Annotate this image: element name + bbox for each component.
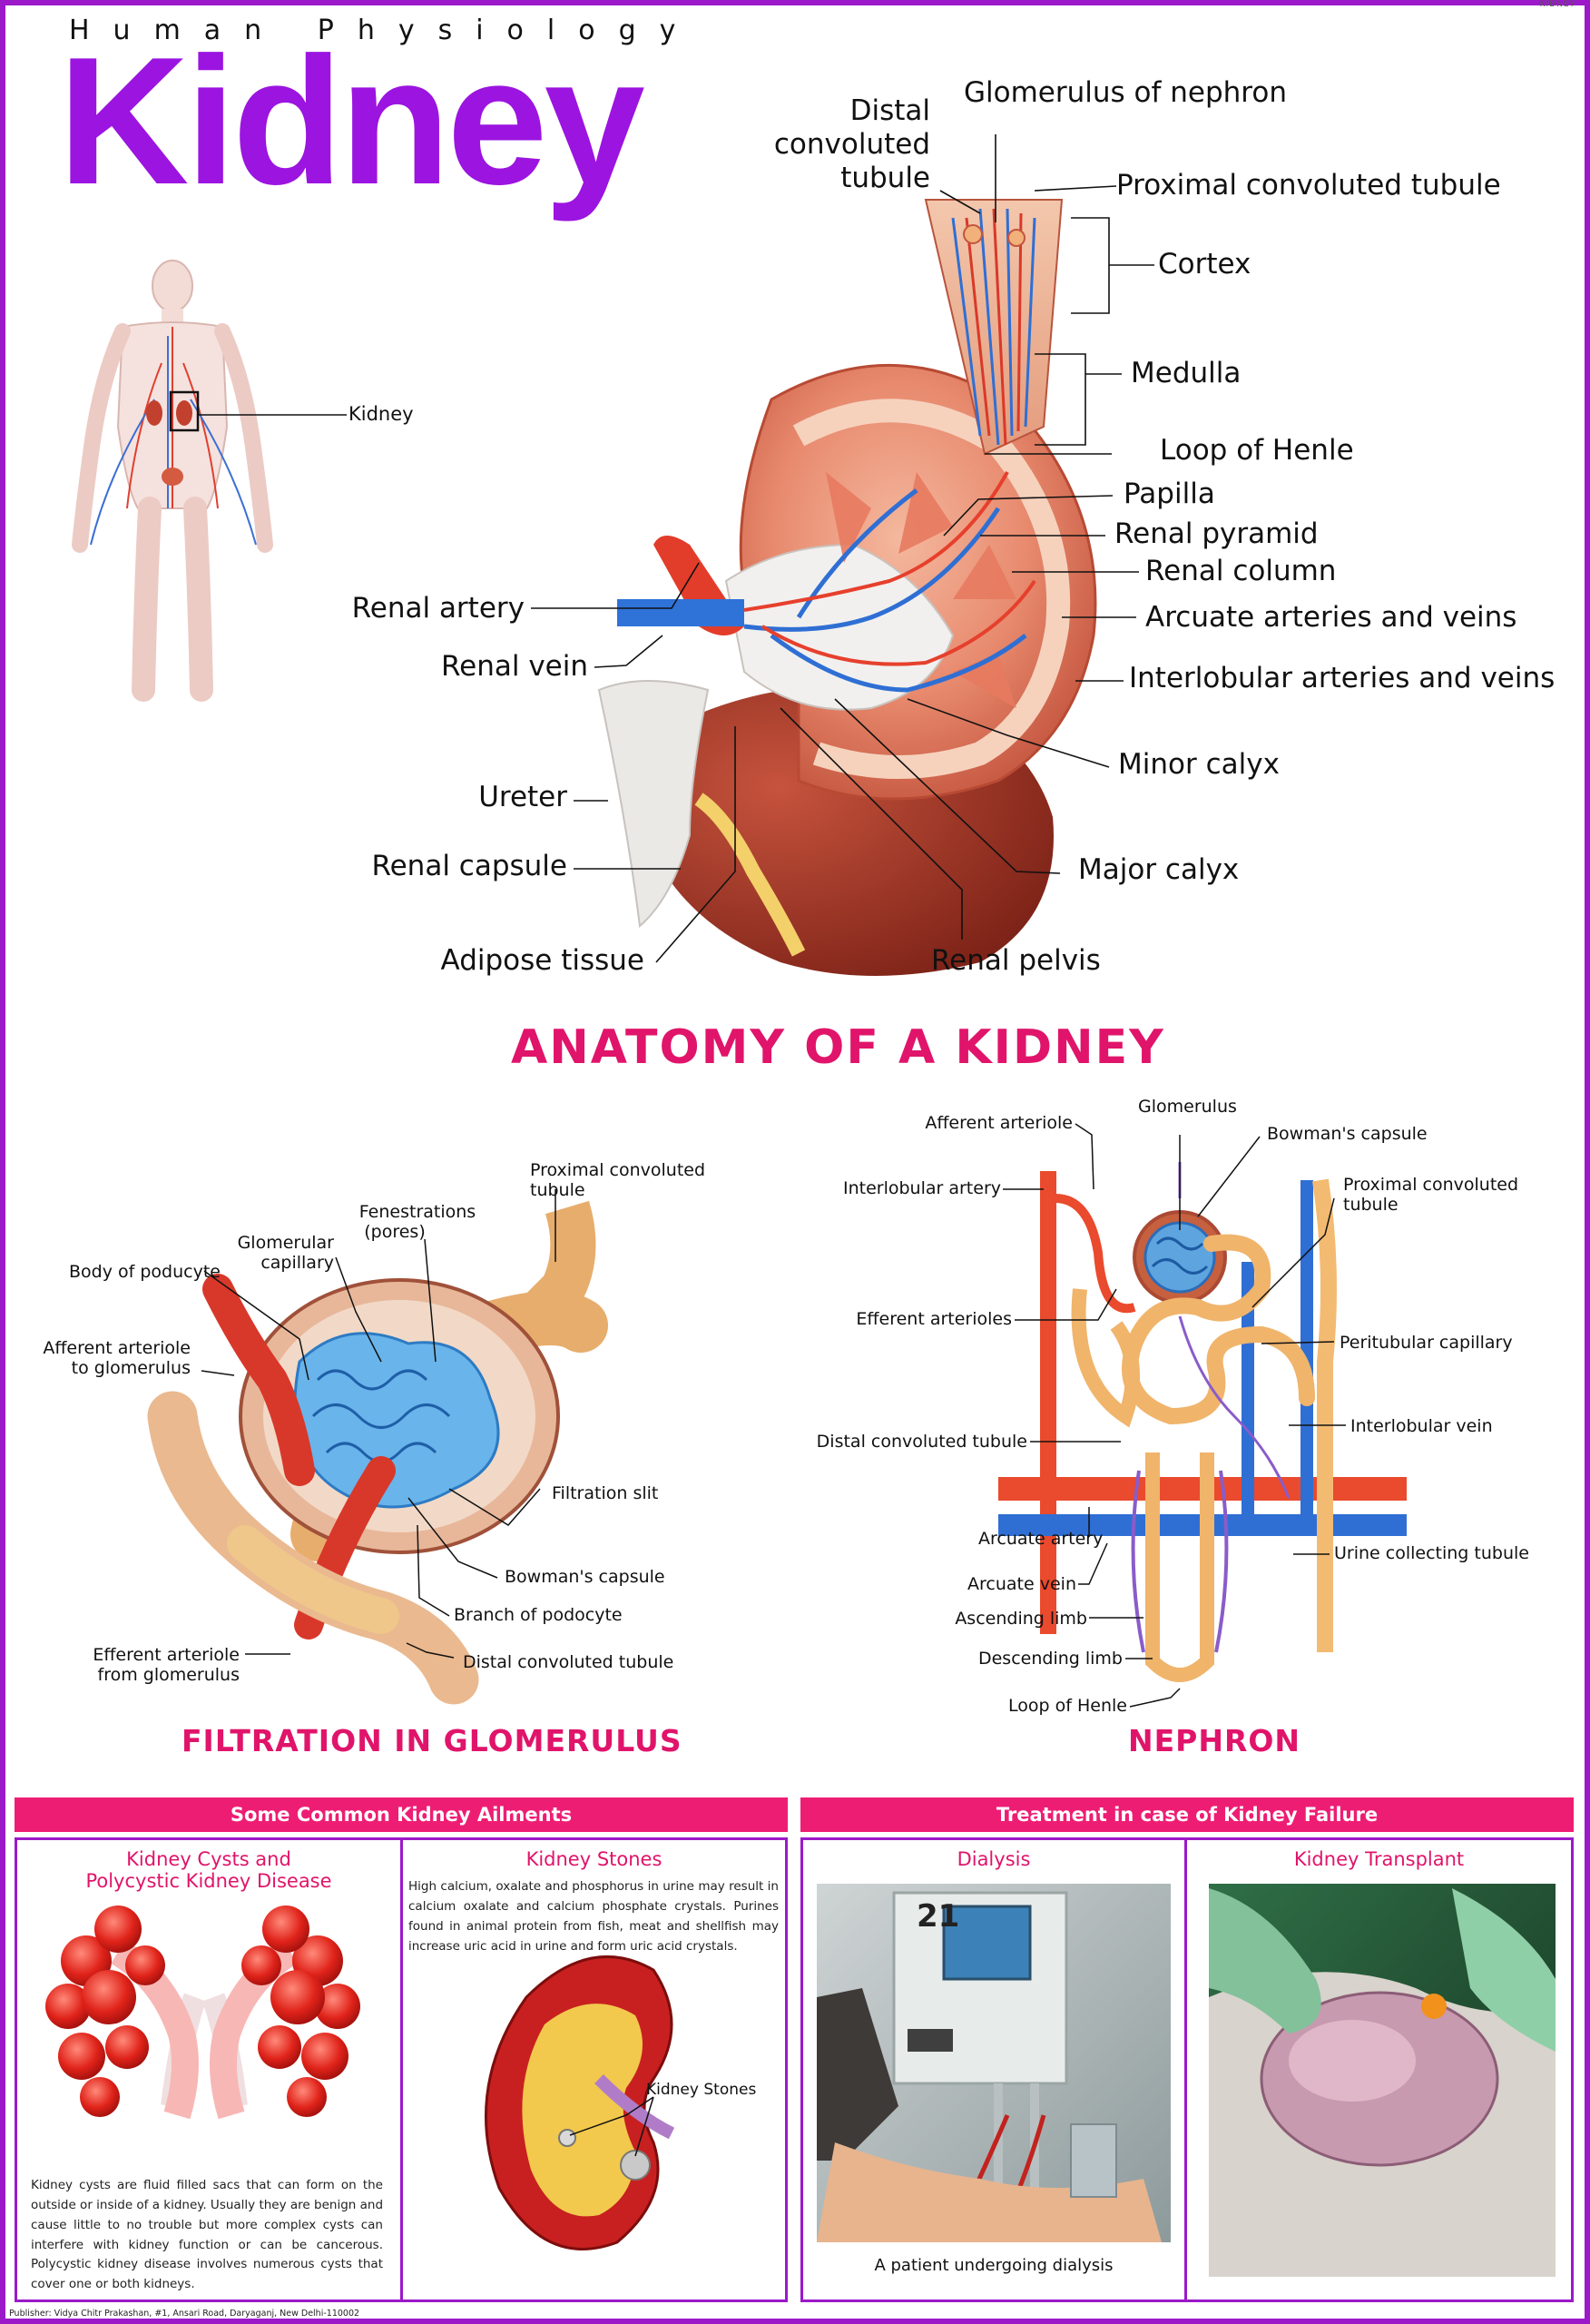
label-minor-calyx: Minor calyx (1118, 748, 1280, 781)
label-medulla: Medulla (1131, 357, 1242, 389)
label-adipose-tissue: Adipose tissue (440, 944, 644, 977)
cysts-description: Kidney cysts are fluid filled sacs that … (31, 2178, 384, 2292)
transplant-panel (1184, 1837, 1574, 2302)
filtration-section-title: FILTRATION IN GLOMERULUS (182, 1723, 682, 1758)
label-nephron-proximal-1: Proximal convoluted (1343, 1175, 1519, 1195)
treatment-band: Treatment in case of Kidney Failure (800, 1797, 1574, 1832)
label-nephron-distal: Distal convoluted tubule (816, 1432, 1027, 1452)
label-glomerulus-of-nephron: Glomerulus of nephron (964, 76, 1287, 109)
label-ascending-limb: Ascending limb (955, 1609, 1087, 1629)
dialysis-machine-number: 21 (917, 1898, 959, 1935)
label-filtration-distal: Distal convoluted tubule (463, 1652, 674, 1672)
page-title: Kidney (58, 20, 645, 222)
label-filtration-proximal-2: tubule (530, 1180, 585, 1200)
label-renal-pyramid: Renal pyramid (1114, 517, 1319, 550)
label-filtration-slit: Filtration slit (552, 1483, 659, 1503)
label-proximal-convoluted-tubule: Proximal convoluted tubule (1116, 169, 1501, 202)
label-loop-of-henle: Loop of Henle (1160, 434, 1354, 467)
cysts-title-2: Polycystic Kidney Disease (85, 1870, 332, 1892)
label-glomerular-capillary-2: capillary (260, 1253, 334, 1273)
label-renal-capsule: Renal capsule (371, 850, 567, 882)
label-distal-2: convoluted (773, 128, 930, 161)
human-body-figure (72, 260, 273, 702)
label-distal-3: tubule (840, 162, 930, 194)
label-major-calyx: Major calyx (1078, 853, 1240, 886)
label-interlobular: Interlobular arteries and veins (1129, 662, 1556, 694)
label-efferent-1: Efferent arteriole (93, 1645, 240, 1665)
publisher-line: Publisher: Vidya Chitr Prakashan, #1, An… (9, 2309, 360, 2319)
label-branch-of-podocyte: Branch of podocyte (454, 1605, 623, 1625)
stones-figure-label: Kidney Stones (646, 2081, 757, 2099)
stones-panel (400, 1837, 788, 2302)
anatomy-section-title: ANATOMY OF A KIDNEY (511, 1020, 1165, 1075)
label-filtration-bowmans-capsule: Bowman's capsule (505, 1567, 665, 1587)
label-nephron-loop-of-henle: Loop of Henle (1008, 1696, 1127, 1716)
nephron-section-title: NEPHRON (1128, 1723, 1301, 1758)
label-glomerular-capillary-1: Glomerular (237, 1233, 334, 1253)
label-distal-1: Distal (849, 94, 930, 127)
dialysis-panel (800, 1837, 1187, 2302)
corner-tag: KIDNEY (1539, 0, 1575, 9)
label-filtration-proximal-1: Proximal convoluted (530, 1160, 706, 1180)
transplant-title: Kidney Transplant (1293, 1848, 1465, 1870)
label-fenestrations-1: Fenestrations (358, 1202, 476, 1222)
label-nephron-bowmans-capsule: Bowman's capsule (1267, 1124, 1428, 1144)
label-renal-vein: Renal vein (440, 650, 588, 683)
label-interlobular-artery: Interlobular artery (842, 1178, 1001, 1198)
stones-title: Kidney Stones (525, 1848, 662, 1870)
dialysis-caption: A patient undergoing dialysis (874, 2256, 1114, 2275)
overline: Human Physiology (69, 15, 700, 46)
label-fenestrations-2: (pores) (364, 1222, 426, 1242)
label-cortex: Cortex (1158, 248, 1251, 281)
label-renal-pelvis: Renal pelvis (931, 944, 1101, 977)
label-arcuate-artery: Arcuate artery (978, 1529, 1104, 1549)
anatomy-leader-lines (531, 134, 1154, 963)
transplant-photo (1209, 1884, 1556, 2277)
label-peritubular-capillary: Peritubular capillary (1340, 1333, 1513, 1353)
kidney-stones-illustration (484, 1955, 675, 2250)
label-ureter: Ureter (478, 781, 567, 813)
stones-description: High calcium, oxalate and phosphorus in … (408, 1879, 779, 1954)
label-descending-limb: Descending limb (977, 1649, 1123, 1669)
cysts-title-1: Kidney Cysts and (126, 1848, 291, 1870)
label-renal-artery: Renal artery (351, 592, 525, 625)
label-urine-collecting-tubule: Urine collecting tubule (1334, 1543, 1529, 1563)
label-efferent-arterioles: Efferent arterioles (856, 1309, 1012, 1329)
label-body-of-podocyte: Body of poducyte (69, 1262, 221, 1282)
nephron-leader-lines (1003, 1123, 1346, 1708)
label-efferent-2: from glomerulus (97, 1665, 240, 1685)
label-arcuate-vein: Arcuate vein (967, 1574, 1076, 1594)
glomerulus-illustration (147, 1200, 608, 1705)
label-afferent-2: to glomerulus (71, 1358, 191, 1378)
kidney-cross-section (597, 199, 1097, 976)
filtration-leader-lines (201, 1189, 556, 1659)
label-papilla: Papilla (1124, 478, 1215, 510)
polycystic-kidneys-illustration (45, 1905, 360, 2120)
label-interlobular-vein: Interlobular vein (1350, 1416, 1493, 1436)
label-arcuate: Arcuate arteries and veins (1145, 601, 1517, 634)
dialysis-title: Dialysis (957, 1848, 1031, 1870)
label-nephron-glomerulus: Glomerulus (1138, 1097, 1237, 1117)
kidney-highlight-box (169, 390, 200, 432)
dialysis-photo (817, 1884, 1171, 2242)
label-nephron-proximal-2: tubule (1343, 1195, 1399, 1215)
body-kidney-label: Kidney (348, 403, 414, 425)
label-renal-column: Renal column (1145, 555, 1337, 587)
nephron-illustration (998, 1162, 1407, 1682)
label-afferent-1: Afferent arteriole (43, 1338, 191, 1358)
label-afferent-arteriole: Afferent arteriole (925, 1113, 1073, 1133)
ailments-band: Some Common Kidney Ailments (15, 1797, 788, 1832)
